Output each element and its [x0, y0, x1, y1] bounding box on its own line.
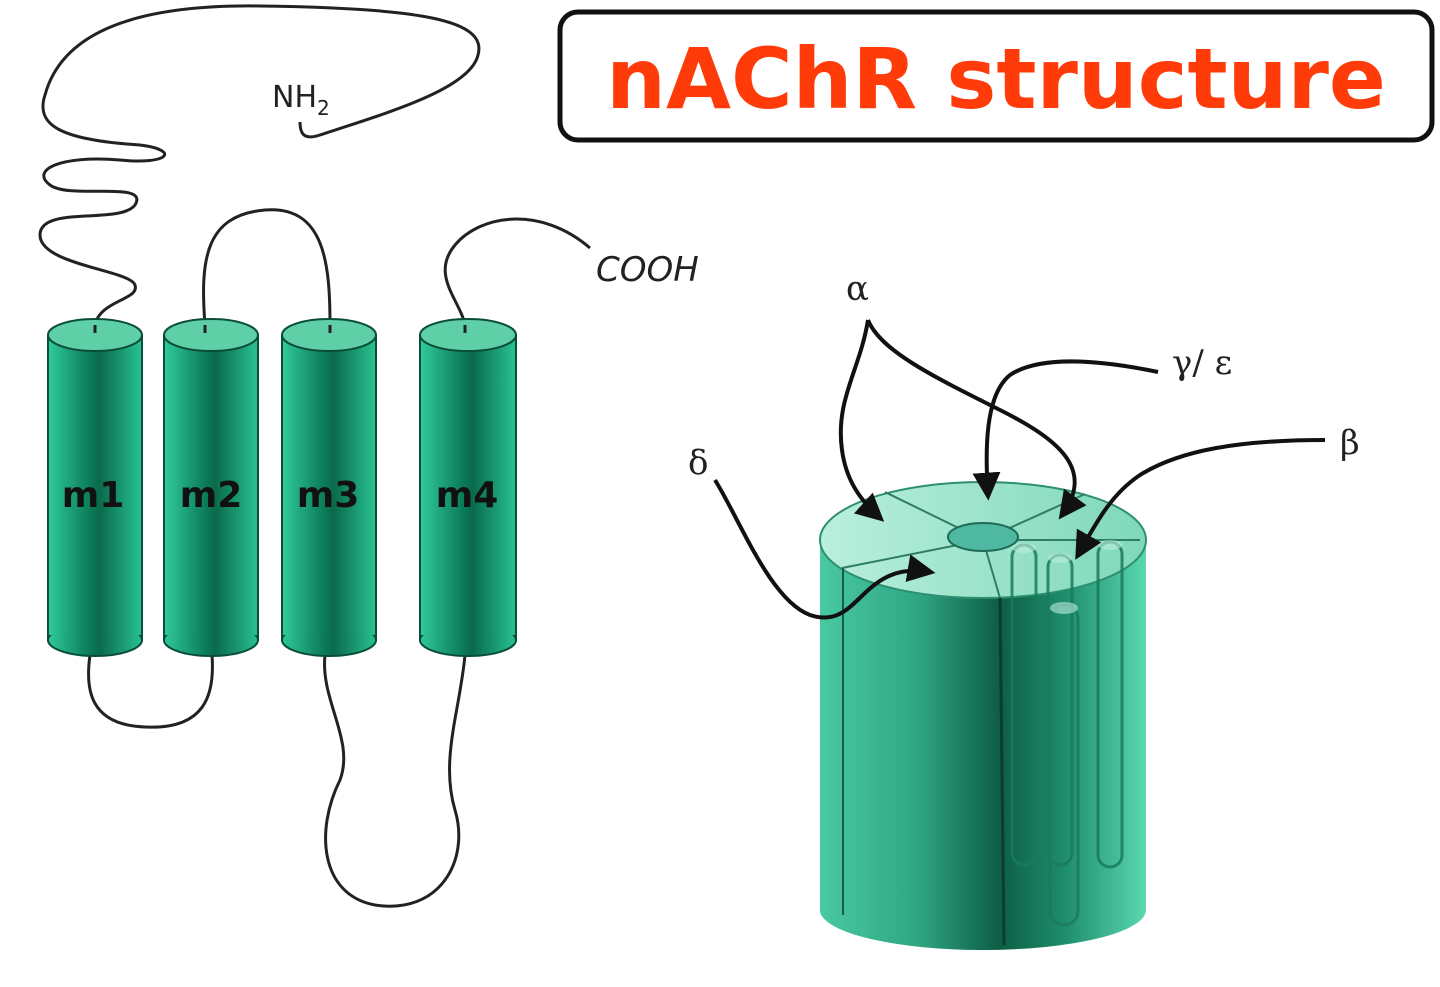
alpha-arrow-2: [866, 319, 1087, 520]
helix-m3: [281, 318, 377, 657]
c-terminal-tail: [443, 217, 591, 326]
beta-label: β: [1340, 423, 1360, 463]
c-terminus-label: COOH: [596, 250, 699, 290]
alpha-label: α: [846, 269, 869, 309]
n-terminal-loop: [38, 4, 481, 326]
receptor-barrel: [819, 481, 1147, 950]
gamma-epsilon-label: γ/ ε: [1172, 343, 1232, 383]
segment-label-m4: m4: [436, 475, 499, 516]
m2-m3-loop: [202, 208, 332, 326]
page-title: nAChR structure: [606, 30, 1386, 128]
helix-m1: [47, 318, 143, 657]
n-terminus-label: NH2: [272, 80, 330, 120]
helix-m4: [419, 318, 517, 657]
segment-label-m3: m3: [297, 475, 360, 516]
gamma-epsilon-arrow: [972, 359, 1159, 501]
segment-label-m2: m2: [180, 475, 243, 516]
alpha-arrow-1: [838, 319, 885, 522]
topology-loops: [38, 4, 591, 908]
delta-arrow: [713, 478, 936, 620]
m3-m4-loop: [323, 654, 467, 908]
m1-m2-loop: [87, 654, 214, 729]
title-box: nAChR structure: [557, 9, 1435, 143]
beta-arrow: [1075, 438, 1326, 560]
delta-label: δ: [688, 443, 708, 483]
helix-m2: [163, 318, 259, 657]
segment-label-m1: m1: [62, 475, 125, 516]
